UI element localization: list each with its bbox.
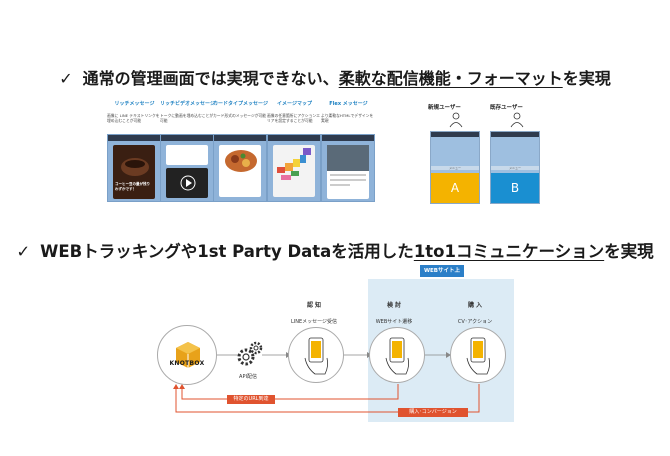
stage3-title: 購 入 bbox=[445, 300, 505, 309]
message-type-desc: カード形式のメッセージが可能 bbox=[213, 113, 268, 131]
stage1-title: 認 知 bbox=[284, 300, 344, 309]
heading-end: を実現 bbox=[563, 69, 611, 88]
existing-user-label: 既存ユーザー bbox=[490, 103, 523, 111]
message-type-card: カードタイプメッセージ カード形式のメッセージが可能 bbox=[213, 100, 268, 131]
message-type-desc: 画像に LINE テキストリンクを埋め込むことが可能 bbox=[107, 113, 162, 131]
hand-phone-icon bbox=[370, 328, 426, 384]
section1-heading: ✓ 通常の管理画面では実現できない、柔軟な配信機能・フォーマットを実現 bbox=[0, 65, 670, 89]
stage1-circle bbox=[288, 327, 344, 383]
message-type-desc: トークに動画を埋め込むことが可能 bbox=[160, 113, 215, 131]
stage1-subtitle: LINEメッセージ受信 bbox=[279, 318, 349, 325]
message-type-title: Flex メッセージ bbox=[321, 100, 376, 107]
stage2-subtitle: WEBサイト遷移 bbox=[359, 318, 429, 325]
rich-video-preview bbox=[160, 134, 214, 202]
message-type-title: イメージマップ bbox=[267, 100, 322, 107]
message-type-desc: 画像の任意箇所にアクションエリアを設定することが可能 bbox=[267, 113, 322, 131]
check-icon: ✓ bbox=[16, 242, 30, 261]
message-type-desc: より柔軟なHTMLでデザインを実現 bbox=[321, 113, 376, 131]
stage3-circle bbox=[450, 327, 506, 383]
message-type-title: カードタイプメッセージ bbox=[213, 100, 268, 107]
imagemap-preview bbox=[267, 134, 321, 202]
coffee-cup-icon bbox=[113, 149, 157, 179]
play-icon bbox=[166, 168, 210, 198]
variant-a-phone: メニュー A bbox=[430, 131, 480, 204]
heading-text: 通常の管理画面では実現できない、 bbox=[83, 69, 339, 88]
flex-message-preview bbox=[321, 134, 375, 202]
hand-phone-icon bbox=[451, 328, 507, 384]
variant-b-phone: メニュー B bbox=[490, 131, 540, 204]
variant-a-panel: A bbox=[431, 173, 479, 203]
message-type-flex: Flex メッセージ より柔軟なHTMLでデザインを実現 bbox=[321, 100, 376, 131]
new-user-label: 新規ユーザー bbox=[428, 103, 461, 111]
stage3-subtitle: CV･アクション bbox=[440, 318, 510, 325]
section2-heading: ✓ WEBトラッキングや1st Party Dataを活用した1to1コミュニケー… bbox=[0, 238, 670, 262]
message-type-rich-video: リッチビデオメッセージ トークに動画を埋め込むことが可能 bbox=[160, 100, 215, 131]
heading-end: を実現 bbox=[604, 242, 654, 261]
message-type-rich: リッチメッセージ 画像に LINE テキストリンクを埋め込むことが可能 bbox=[107, 100, 162, 131]
heading-text: WEBトラッキングや1st Party Dataを活用した bbox=[40, 242, 414, 261]
stage2-circle bbox=[369, 327, 425, 383]
japan-map-icon bbox=[273, 145, 317, 191]
knotbox-logo-circle bbox=[157, 325, 217, 385]
conversion-label: 購入･コンバージョン bbox=[398, 408, 468, 417]
message-type-imagemap: イメージマップ 画像の任意箇所にアクションエリアを設定することが可能 bbox=[267, 100, 322, 131]
rich-message-preview: コーヒー豆の量が残りわずかです！ bbox=[107, 134, 161, 202]
knotbox-label: KNOTBOX bbox=[161, 360, 213, 367]
knotbox-logo-icon bbox=[158, 336, 218, 376]
menu-bar: メニュー bbox=[491, 166, 539, 170]
website-tag: WEBサイト上 bbox=[420, 265, 464, 277]
message-type-title: リッチビデオメッセージ bbox=[160, 100, 215, 107]
card-type-preview bbox=[213, 134, 267, 202]
message-type-title: リッチメッセージ bbox=[107, 100, 162, 107]
person-icon bbox=[510, 112, 524, 128]
stage2-title: 検 討 bbox=[364, 300, 424, 309]
food-image-icon bbox=[219, 145, 263, 177]
hand-phone-icon bbox=[289, 328, 345, 384]
heading-underlined: 1to1コミュニケーション bbox=[414, 242, 604, 261]
person-icon bbox=[449, 112, 463, 128]
heading-underlined: 柔軟な配信機能・フォーマット bbox=[339, 69, 563, 88]
rich-message-banner: コーヒー豆の量が残りわずかです！ bbox=[115, 182, 153, 191]
check-icon: ✓ bbox=[59, 69, 72, 88]
menu-bar: メニュー bbox=[431, 166, 479, 170]
url-reached-label: 特定のURL到達 bbox=[227, 395, 275, 404]
api-label: API配信 bbox=[233, 373, 263, 380]
variant-b-panel: B bbox=[491, 173, 539, 203]
gears-icon bbox=[236, 340, 264, 370]
